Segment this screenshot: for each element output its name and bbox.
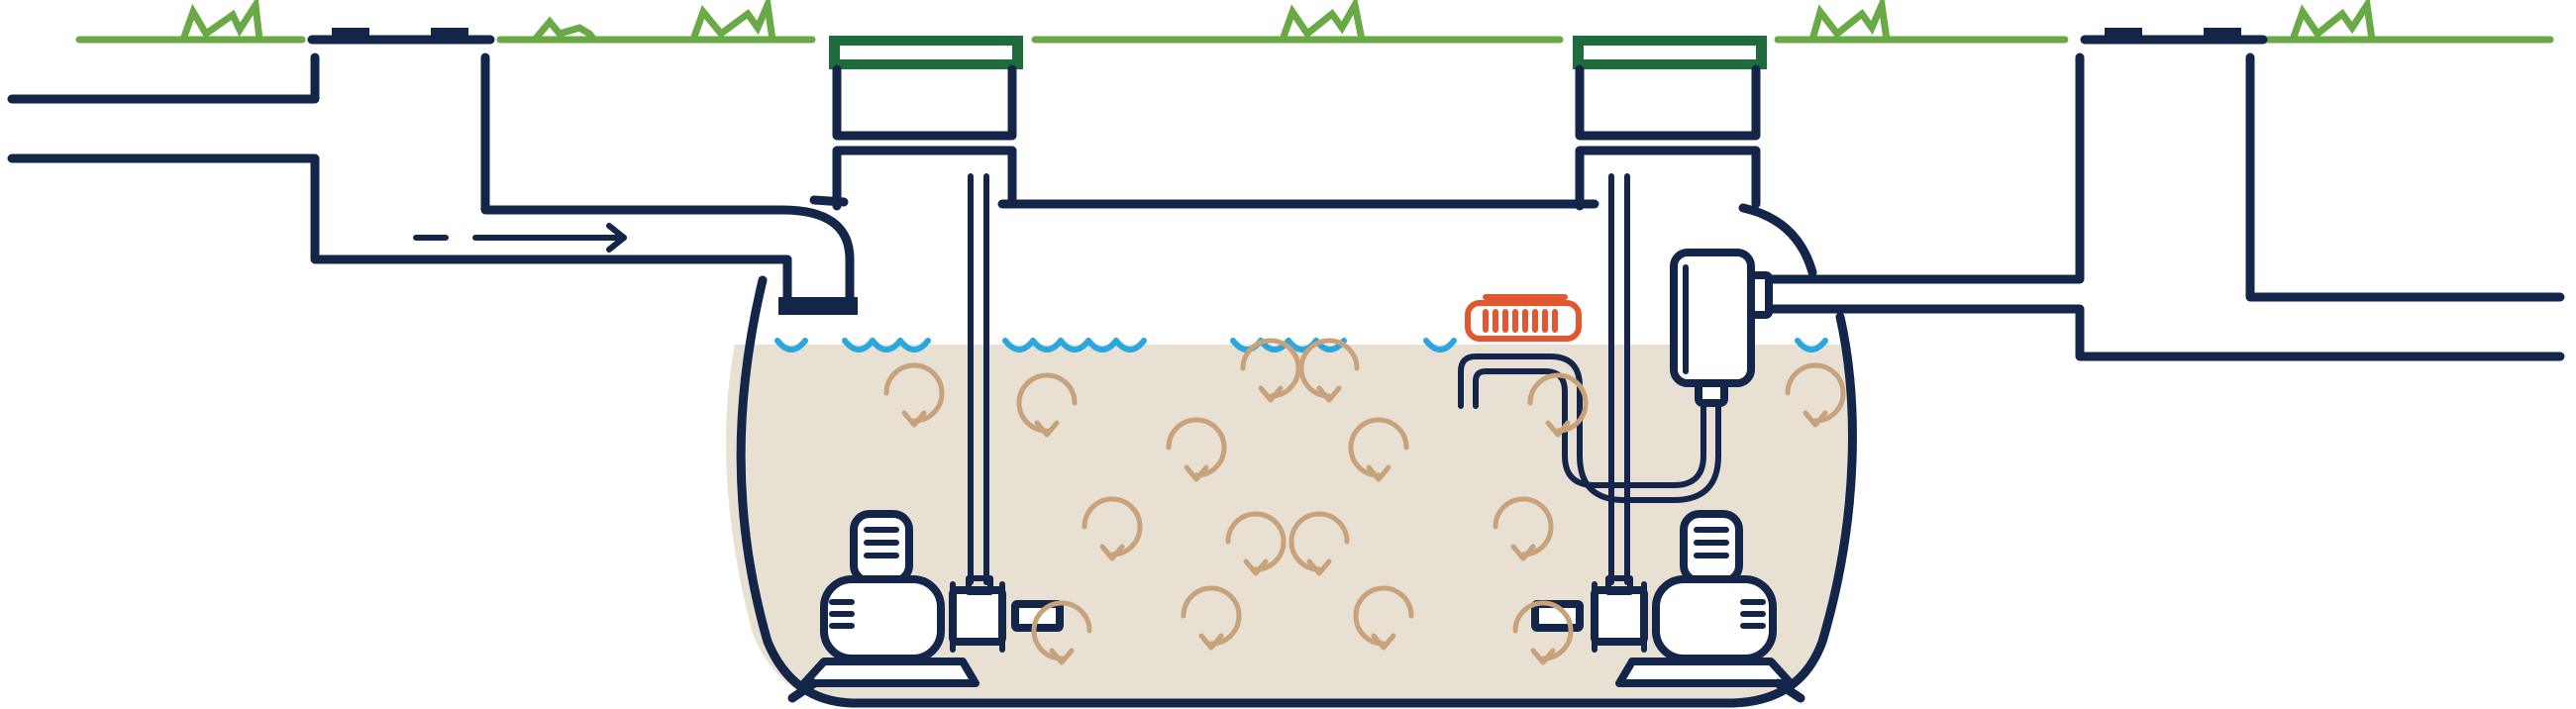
inlet-side-riser [809, 36, 1599, 211]
circulation-arrow-icon [1082, 496, 1143, 557]
circulation-arrow-icon [1316, 385, 1342, 403]
circulation-arrow-icon [1288, 511, 1350, 572]
grass-tuft-icon [531, 16, 598, 44]
wave-icon [774, 338, 808, 353]
circulation-arrow-icon [1348, 417, 1409, 478]
wave-icon [1795, 338, 1828, 353]
circulation-arrow-icon [1510, 544, 1536, 561]
circulation-arrow-icon [1353, 585, 1414, 647]
grass-tuft-icon [1808, 0, 1891, 44]
circulation-arrow-icon [1240, 338, 1301, 399]
flow-arrow-icon [413, 223, 627, 253]
circulation-arrow-icon [1243, 558, 1269, 576]
circulation-arrow-icon [1225, 511, 1287, 572]
wave-icon [870, 338, 903, 353]
circular-flow-arrows [883, 338, 1846, 665]
circulation-arrow-icon [1366, 464, 1391, 482]
underground-tank [736, 203, 1857, 708]
grass-tuft-icon [689, 0, 776, 44]
grass-tuft-icon [179, 0, 263, 44]
orange-float-switch [1465, 294, 1582, 342]
circulation-arrow-icon [1016, 372, 1078, 434]
circulation-arrow-icon [1530, 648, 1556, 665]
right-aerator [1615, 510, 1805, 703]
circulation-arrow-icon [1803, 410, 1828, 428]
grass-tuft-icon [2289, 0, 2376, 44]
wave-icon [897, 338, 931, 353]
circulation-arrow-icon [1031, 600, 1092, 661]
circulation-arrow-icon [901, 410, 927, 428]
circulation-arrow-icon [1184, 464, 1209, 482]
grass-line [75, 0, 2554, 44]
circulation-arrow-icon [1512, 600, 1574, 661]
circulation-arrow-icon [1198, 633, 1224, 651]
left-aerator [787, 510, 979, 703]
circulation-arrow-icon [1298, 338, 1360, 399]
wave-icon [1002, 338, 1036, 353]
wave-icon [1085, 338, 1119, 353]
circulation-arrow-icon [1258, 385, 1284, 403]
circulation-arrow-icon [1166, 417, 1227, 478]
wave-icon [1113, 338, 1147, 353]
circulation-arrow-icon [1493, 496, 1554, 557]
aerator-icon [1531, 575, 1648, 653]
outlet-pump [1458, 249, 1773, 503]
circulation-arrow-icon [1034, 420, 1060, 438]
circulation-arrow-icon [1306, 558, 1332, 576]
circulation-arrow-icon [883, 362, 945, 424]
float-switch-icon [1483, 309, 1558, 333]
grass-tuft-icon [1279, 0, 1366, 44]
wave-icon [1423, 338, 1457, 353]
circulation-arrow-icon [1099, 544, 1125, 561]
outlet-side-riser [1573, 36, 1767, 211]
circulation-arrow-icon [1527, 372, 1589, 434]
wave-icon [1058, 338, 1091, 353]
circulation-arrow-icon [1181, 585, 1242, 647]
inlet-cleanout-cap [7, 28, 858, 315]
wave-icon [1030, 338, 1064, 353]
outlet-pipe [1763, 28, 2565, 361]
circulation-arrow-icon [1049, 648, 1075, 665]
circulation-arrow-icon [1545, 420, 1571, 438]
circulation-arrow-icon [1785, 362, 1846, 424]
aerator-lines [968, 173, 1630, 585]
circulation-arrow-icon [1371, 633, 1396, 651]
wave-icon [842, 338, 876, 353]
